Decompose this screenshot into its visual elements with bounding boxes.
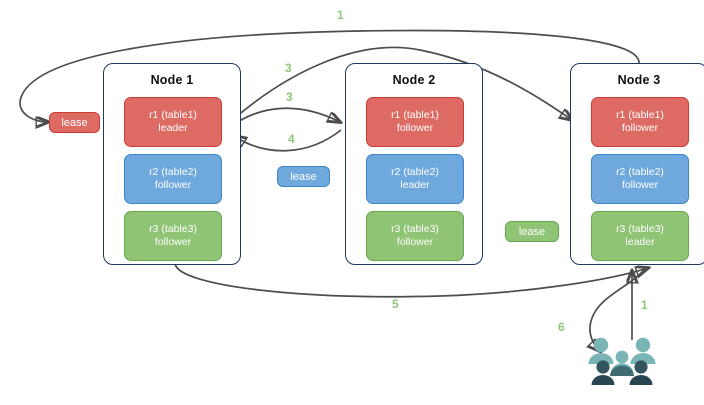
replica-r3-node2: r3 (table3) follower: [366, 211, 464, 261]
node-title: Node 3: [617, 73, 661, 87]
replica-r1-node2: r1 (table1) follower: [366, 97, 464, 147]
arrow-step-5: [174, 263, 648, 298]
replica-name: r1 (table1): [616, 109, 664, 121]
replica-name: r3 (table3): [616, 223, 664, 235]
replica-role: leader: [158, 122, 188, 134]
replica-role: follower: [621, 179, 659, 191]
arrow-step-3-to-node2: [229, 107, 340, 128]
node-container-3: Node 3 r1 (table1) follower r2 (table2) …: [570, 63, 704, 265]
users-group-icon: [588, 337, 656, 385]
lease-label: lease: [290, 170, 317, 183]
replica-name: r1 (table1): [149, 109, 197, 121]
replica-r2-node3: r2 (table2) follower: [591, 154, 689, 204]
replica-role: follower: [154, 236, 192, 248]
replica-name: r3 (table3): [149, 223, 197, 235]
node-title: Node 2: [392, 73, 436, 87]
lease-chip-green: lease: [505, 221, 559, 242]
replica-name: r2 (table2): [149, 166, 197, 178]
step-label-4: 4: [288, 132, 295, 146]
arrow-step-2: [19, 29, 640, 122]
lease-chip-red: lease: [49, 112, 100, 133]
step-label-1: 1: [641, 298, 648, 312]
step-label-6: 6: [558, 320, 565, 334]
replica-role: follower: [396, 236, 434, 248]
replica-role: follower: [396, 122, 434, 134]
step-label-5: 5: [392, 297, 399, 311]
replica-name: r2 (table2): [616, 166, 664, 178]
replica-role: leader: [400, 179, 430, 191]
replica-r1-node1: r1 (table1) leader: [124, 97, 222, 147]
lease-label: lease: [61, 116, 88, 129]
replica-r2-node2: r2 (table2) leader: [366, 154, 464, 204]
replica-role: follower: [154, 179, 192, 191]
step-label-2: 1: [337, 8, 344, 22]
replica-name: r2 (table2): [391, 166, 439, 178]
replica-r2-node1: r2 (table2) follower: [124, 154, 222, 204]
arrow-step-3-to-node3: [229, 46, 572, 122]
replica-name: r3 (table3): [391, 223, 439, 235]
node-title: Node 1: [150, 73, 194, 87]
replica-role: follower: [621, 122, 659, 134]
replica-name: r1 (table1): [391, 109, 439, 121]
node-container-1: Node 1 r1 (table1) leader r2 (table2) fo…: [103, 63, 241, 265]
replica-r1-node3: r1 (table1) follower: [591, 97, 689, 147]
step-label-3b: 3: [286, 90, 293, 104]
replica-role: leader: [625, 236, 655, 248]
step-label-3a: 3: [285, 61, 292, 75]
replica-r3-node3: r3 (table3) leader: [591, 211, 689, 261]
arrow-step-4: [234, 129, 342, 152]
lease-chip-blue: lease: [277, 166, 330, 187]
lease-label: lease: [518, 225, 546, 238]
arrow-step-6: [590, 268, 646, 351]
replica-r3-node1: r3 (table3) follower: [124, 211, 222, 261]
node-container-2: Node 2 r1 (table1) follower r2 (table2) …: [345, 63, 483, 265]
